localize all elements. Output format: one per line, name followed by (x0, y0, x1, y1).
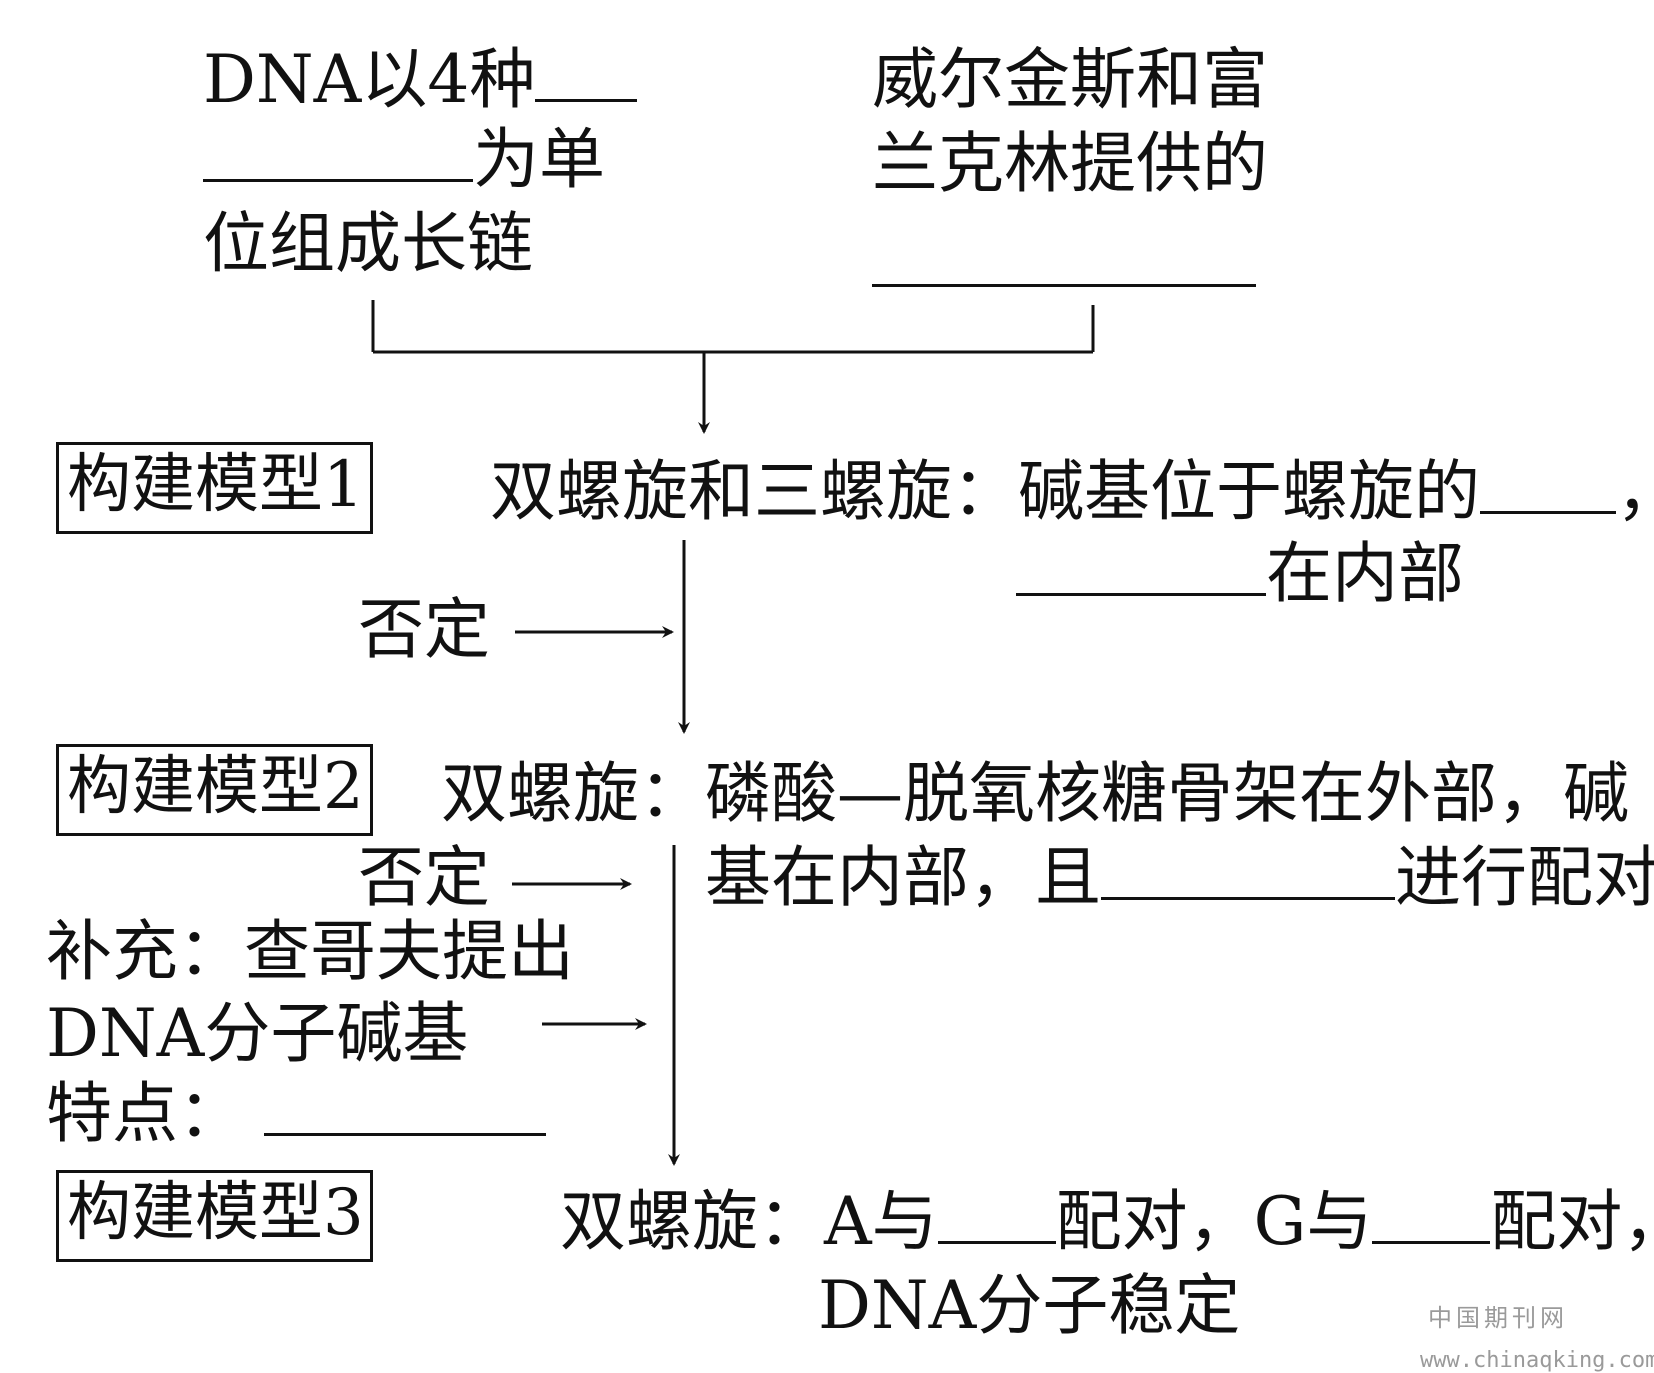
blank-5 (1016, 535, 1266, 596)
negation2-label: 否定 (358, 839, 490, 916)
supplement-line3: 特点： (46, 1074, 546, 1154)
model1-line2: 在内部 (1016, 534, 1464, 614)
model1-line1: 双螺旋和三螺旋：碱基位于螺旋的， (490, 452, 1654, 532)
model1-label-box: 构建模型1 (56, 442, 373, 534)
top-right-line2: 兰克林提供的 (872, 125, 1268, 202)
blank-1 (535, 41, 638, 102)
supplement-line2: DNA分子碱基 (46, 995, 469, 1072)
top-right-line1: 威尔金斯和富 (872, 41, 1268, 118)
blank-4 (1480, 453, 1616, 514)
model3-line2: DNA分子稳定 (818, 1267, 1241, 1344)
model3-label-box: 构建模型3 (56, 1170, 373, 1262)
model2-line2: 基在内部，且进行配对 (705, 839, 1654, 916)
blank-6 (1101, 839, 1395, 900)
blank-2 (203, 121, 473, 182)
blank-7 (264, 1075, 546, 1136)
top-left-line2: 为单 (203, 120, 605, 200)
blank-3 (872, 284, 1256, 287)
blank-9 (1372, 1183, 1491, 1244)
top-left-line3: 位组成长链 (203, 205, 533, 282)
negation1-label: 否定 (358, 591, 490, 668)
watermark-url: www.chinaqking.com (1420, 1348, 1654, 1373)
supplement-line1: 补充：查哥夫提出 (46, 913, 574, 990)
watermark-name: 中国期刊网 (1428, 1304, 1568, 1332)
model2-line1: 双螺旋：磷酸—脱氧核糖骨架在外部，碱 (441, 755, 1629, 832)
blank-8 (937, 1183, 1056, 1244)
top-left-line1: DNA以4种 (203, 40, 638, 120)
model2-label-box: 构建模型2 (56, 744, 373, 836)
